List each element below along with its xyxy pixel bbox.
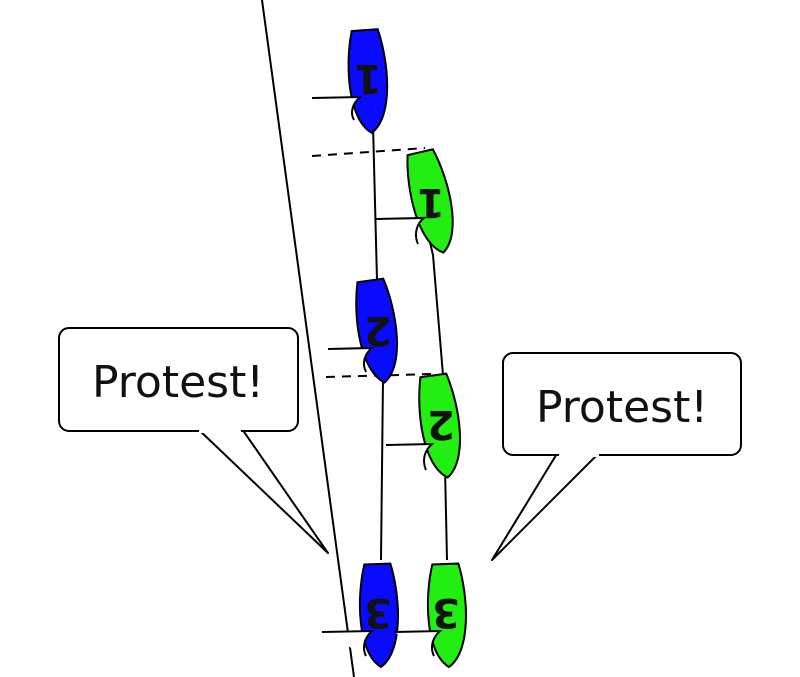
green-boat-2-number: 2	[427, 401, 455, 447]
left-bubble-text: Protest!	[92, 357, 264, 408]
right-bubble-box	[502, 352, 742, 456]
green-boat-3-number: 3	[432, 589, 460, 635]
blue-boat-3-sail	[321, 629, 375, 657]
left-bubble-tail	[197, 428, 329, 554]
layline	[261, 0, 355, 677]
overlap-dash-1	[311, 147, 426, 157]
left-speech-bubble: Protest!	[58, 327, 329, 554]
blue-boat-2-number: 2	[364, 307, 392, 353]
green-boat-3-sail	[393, 629, 443, 657]
left-bubble-box	[58, 327, 299, 432]
blue-boat-2-sail	[327, 346, 376, 373]
right-speech-bubble: Protest!	[491, 352, 742, 561]
blue-boat-1-number: 1	[354, 55, 382, 101]
blue-boat-3-number: 3	[364, 589, 392, 635]
green-boat-2-sail	[385, 442, 435, 471]
blue-boat-1-sail	[311, 95, 363, 121]
green-boat-1-sail	[375, 216, 428, 245]
right-bubble-tail	[491, 451, 601, 561]
right-bubble-text: Protest!	[536, 382, 708, 433]
